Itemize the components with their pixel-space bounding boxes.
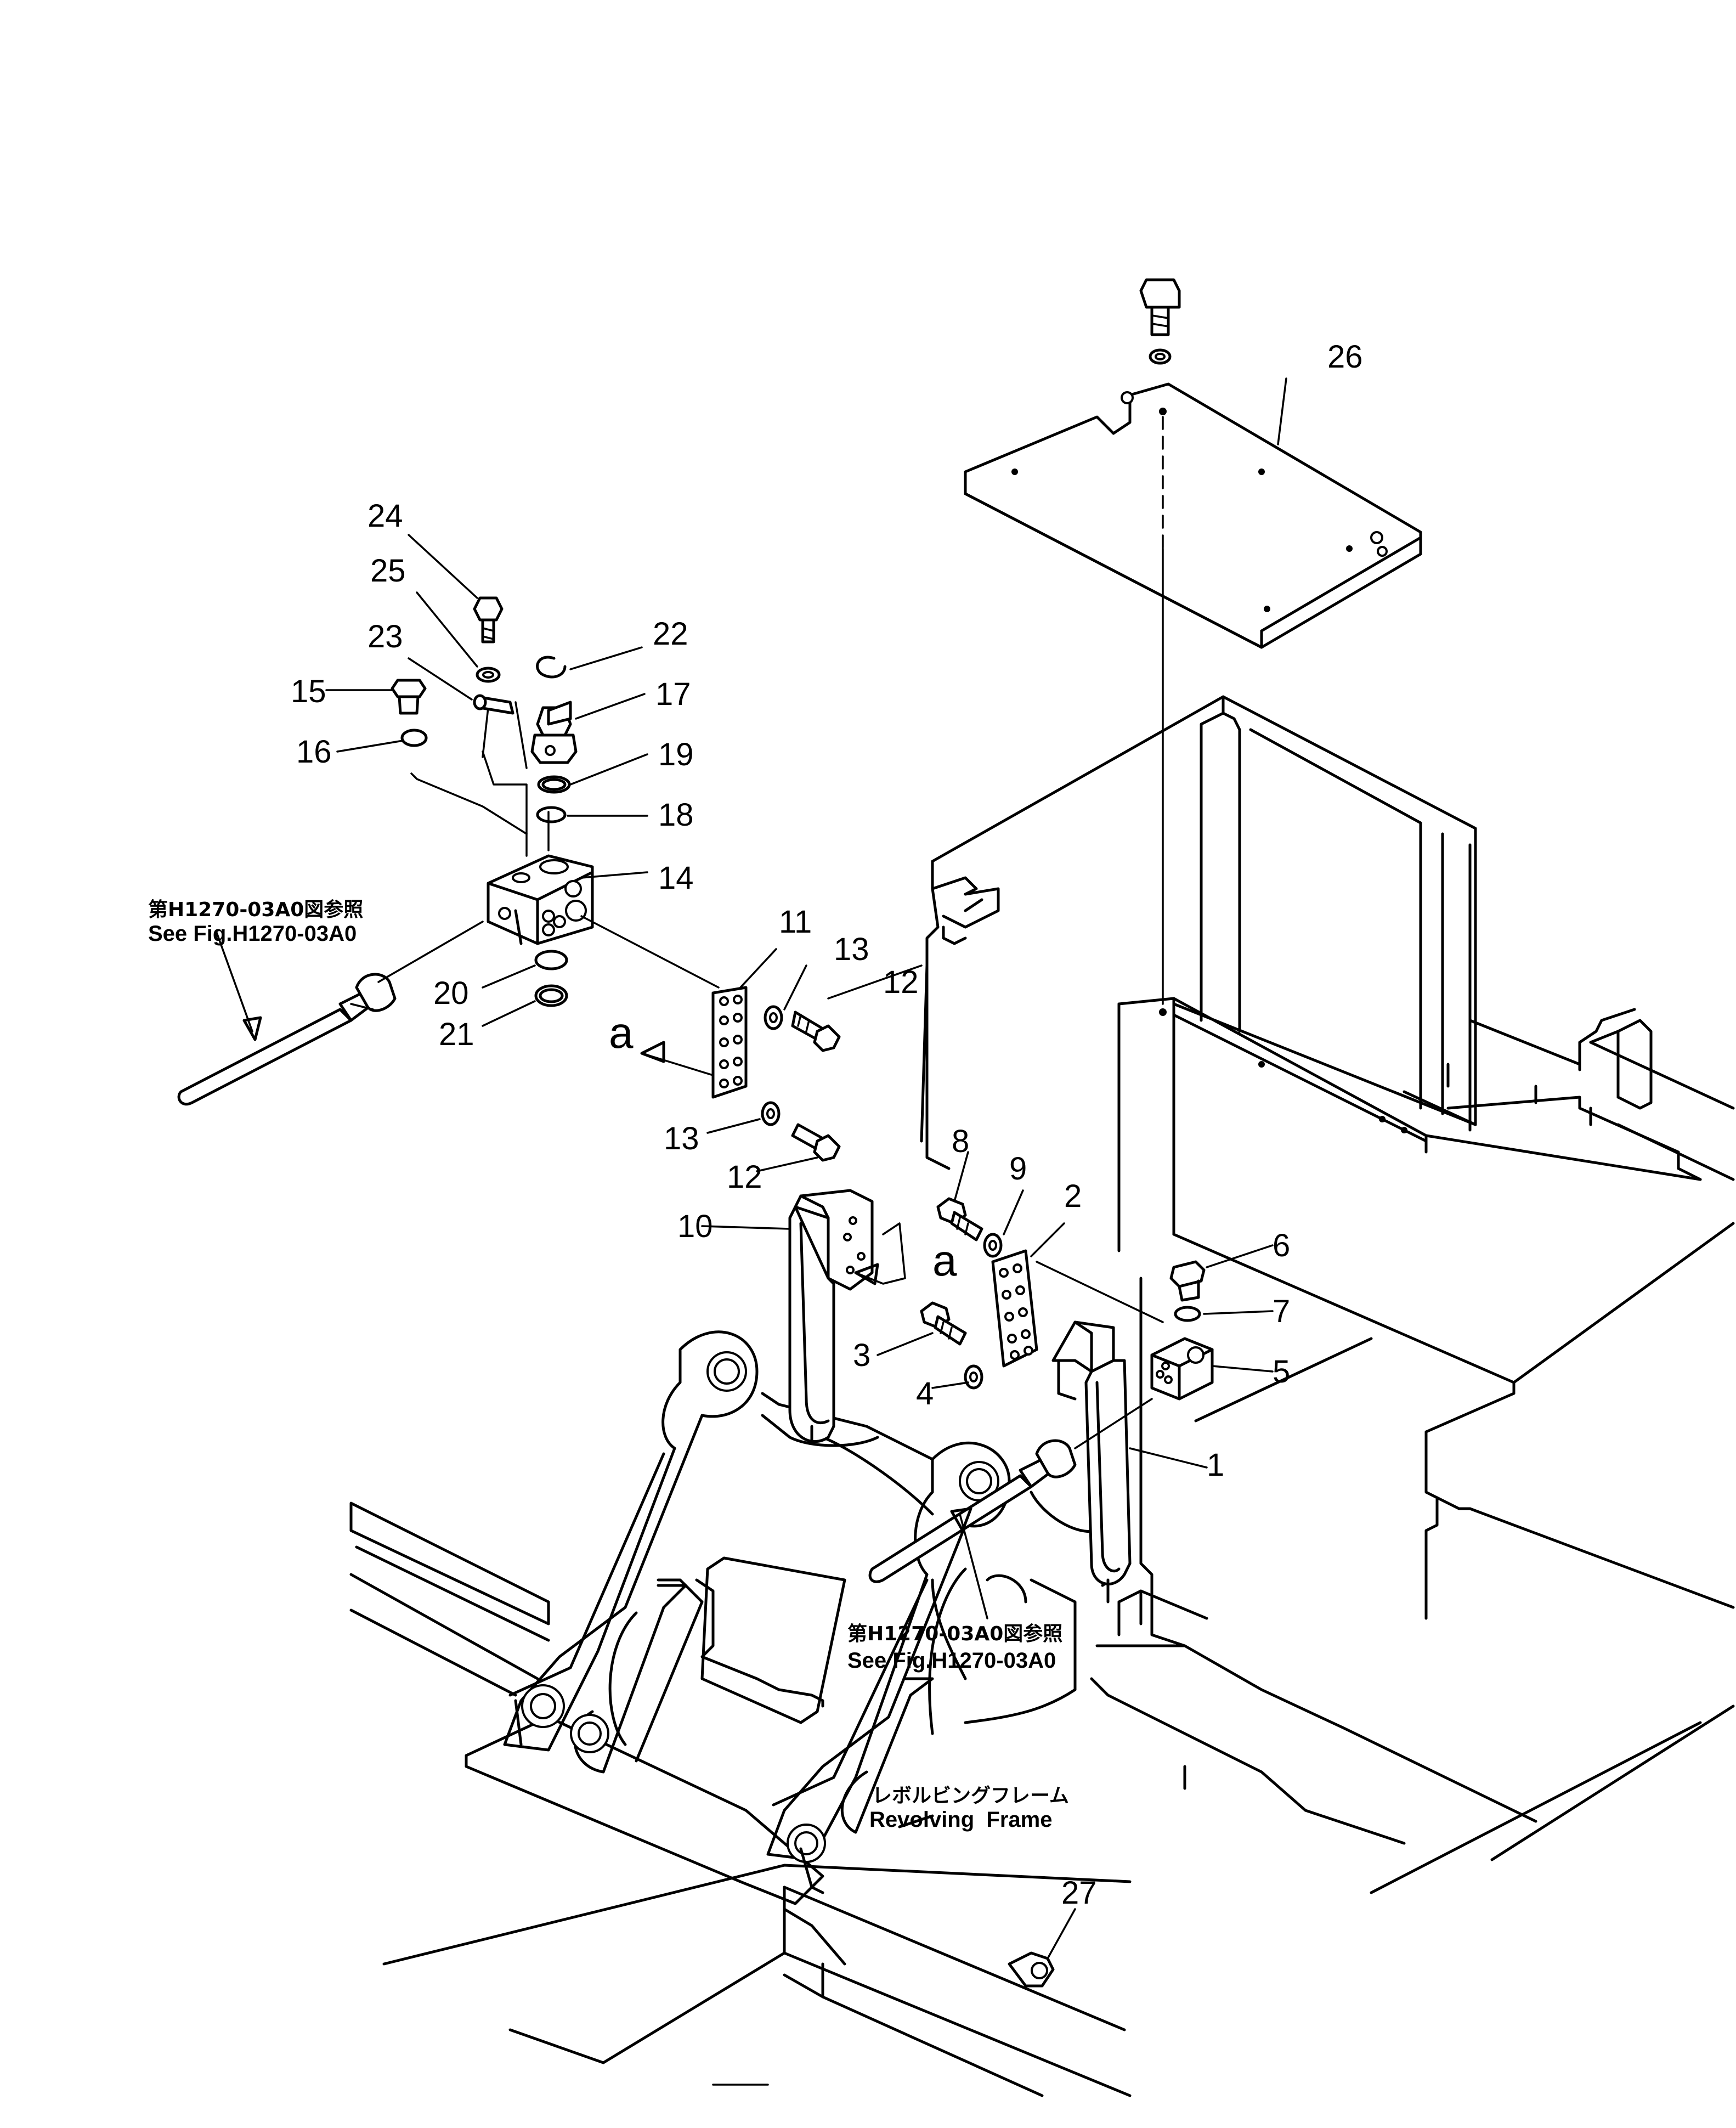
callout-11: 11: [779, 904, 812, 940]
bracket-1: [1051, 1320, 1208, 1604]
block-5: [1150, 1337, 1274, 1401]
ref-left-jp: 第H1270-03A0図参照: [148, 899, 363, 921]
frame-label-en: Revolving Frame: [869, 1808, 1052, 1832]
reference-notes: 第H1270-03A0図参照 See Fig.H1270-03A0 第H1270…: [148, 899, 1062, 1673]
leader-14: [580, 871, 648, 879]
boom-bracket-right: [766, 1441, 1011, 1894]
callout-12b: 12: [727, 1159, 762, 1195]
callout-22: 22: [653, 616, 688, 652]
plate-11: [580, 915, 777, 1099]
callout-21: 21: [439, 1017, 474, 1052]
callout-15: 15: [291, 674, 326, 709]
callout-23: 23: [367, 619, 403, 654]
bracket-10: [701, 1189, 906, 1444]
clip-27: [1008, 1908, 1076, 1988]
plug-6-oring-7: [1169, 1244, 1274, 1322]
bolts-8-3-washers-9-4: [877, 1151, 1024, 1390]
callout-1: 1: [1207, 1447, 1224, 1483]
callout-26: 26: [1327, 339, 1363, 375]
callout-2: 2: [1064, 1178, 1082, 1214]
pipe-left: [177, 921, 484, 1105]
callout-24: 24: [367, 498, 403, 534]
bolts-12-washers-13: [706, 964, 923, 1172]
main-box-structure: [920, 695, 1735, 1861]
ref-left-en: See Fig.H1270-03A0: [148, 922, 357, 946]
callout-27: 27: [1061, 1875, 1097, 1911]
revolving-frame: [349, 1502, 1702, 2097]
callout-12a: 12: [883, 964, 919, 1000]
cover-plate-26: [964, 278, 1422, 1005]
callout-6: 6: [1273, 1228, 1290, 1263]
callout-7: 7: [1273, 1294, 1290, 1329]
frame-label: レボルビングフレーム Revolving Frame: [869, 1785, 1069, 1832]
callout-14: 14: [658, 860, 694, 896]
callout-9: 9: [1009, 1151, 1027, 1187]
view-mark-a-left: a: [609, 1008, 634, 1057]
plate-2: [991, 1222, 1164, 1368]
block-14: [410, 701, 648, 945]
callout-8: 8: [952, 1124, 969, 1159]
callout-25: 25: [370, 553, 406, 589]
view-mark-a-right: a: [932, 1236, 957, 1285]
pipe-center: [868, 1398, 1153, 1619]
callout-13b: 13: [664, 1121, 699, 1156]
callout-20: 20: [433, 975, 469, 1011]
callout-5: 5: [1273, 1354, 1290, 1390]
ref-center-en: See Fig.H1270-03A0: [847, 1649, 1056, 1673]
callout-19: 19: [658, 737, 694, 772]
callout-13a: 13: [834, 932, 869, 967]
callout-18: 18: [658, 797, 694, 833]
frame-label-jp: レボルビングフレーム: [872, 1785, 1069, 1807]
callout-3: 3: [853, 1337, 870, 1373]
leaders-upper-left: [325, 534, 648, 1027]
ref-center-jp: 第H1270-03A0図参照: [847, 1623, 1062, 1645]
callout-16: 16: [296, 734, 332, 770]
leader-26: [1277, 377, 1287, 445]
callout-17: 17: [655, 676, 691, 712]
boom-bracket-left: [503, 1330, 824, 1774]
small-parts-upper-left: [391, 596, 578, 1007]
callout-10: 10: [677, 1209, 713, 1244]
callout-4: 4: [916, 1376, 934, 1412]
view-marks: a a: [609, 1008, 957, 1285]
callout-labels: 1 2 3 4 5 6 7 8 9 10 11 12 12 13 13 14 1…: [291, 339, 1363, 1911]
